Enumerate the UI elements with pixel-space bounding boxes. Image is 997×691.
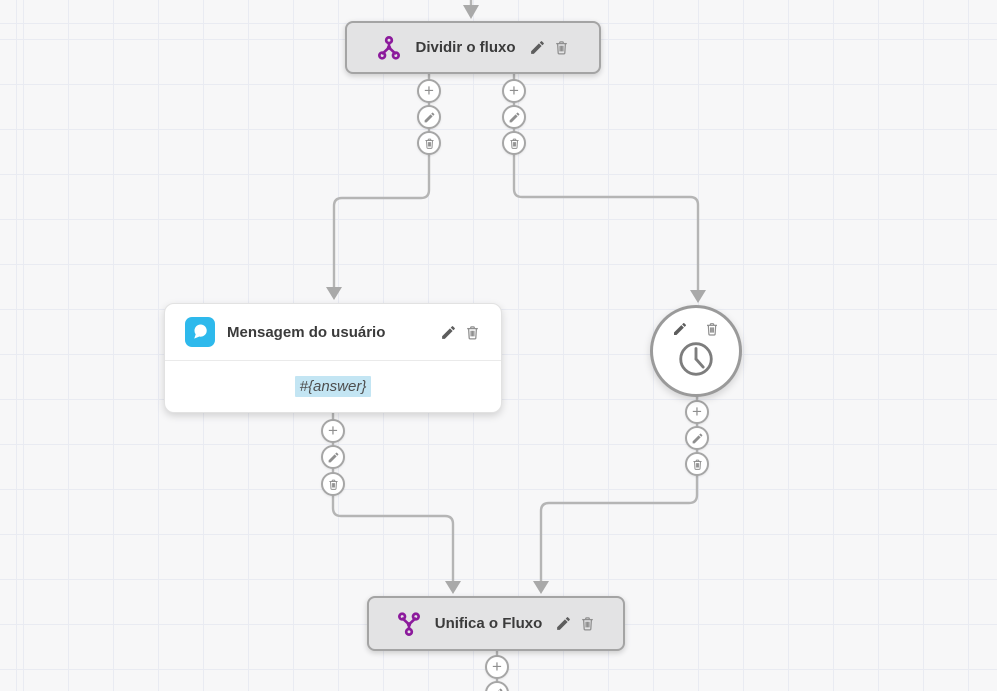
edit-node-button[interactable]	[529, 39, 546, 56]
arrowhead-into-user-message	[326, 287, 342, 300]
add-block-button[interactable]: +	[485, 655, 509, 679]
delete-node-button[interactable]	[704, 321, 720, 337]
pencil-icon	[692, 433, 702, 443]
add-block-button[interactable]: +	[685, 400, 709, 424]
pencil-icon	[557, 617, 571, 630]
trash-icon	[328, 479, 338, 490]
node-body: #{answer}	[165, 361, 501, 412]
node-title: Mensagem do usuário	[227, 323, 386, 341]
edit-connection-button[interactable]	[321, 445, 345, 469]
add-block-button[interactable]: +	[417, 79, 441, 103]
arrowhead-into-split-node	[463, 5, 479, 19]
node-user-message[interactable]: Mensagem do usuário #{answer}	[164, 303, 502, 413]
edit-node-button[interactable]	[555, 615, 572, 632]
delete-node-button[interactable]	[464, 324, 481, 341]
plus-icon: +	[692, 401, 702, 421]
edit-connection-button[interactable]	[502, 105, 526, 129]
delete-connection-button[interactable]	[502, 131, 526, 155]
pencil-icon	[424, 112, 434, 122]
merge-branch-icon	[396, 611, 422, 637]
node-timer[interactable]	[650, 305, 742, 397]
arrowhead-into-timer	[690, 290, 706, 303]
arrowhead-into-merge-right	[533, 581, 549, 594]
pencil-icon	[442, 325, 455, 339]
wire-user-message-to-merge	[331, 413, 455, 582]
delete-connection-button[interactable]	[685, 452, 709, 476]
trash-icon	[555, 41, 567, 55]
edit-node-button[interactable]	[672, 321, 688, 337]
add-block-button[interactable]: +	[321, 419, 345, 443]
arrowhead-into-merge-left	[445, 581, 461, 594]
delete-node-button[interactable]	[579, 615, 596, 632]
edit-connection-button[interactable]	[417, 105, 441, 129]
node-title: Dividir o fluxo	[415, 39, 516, 56]
node-header: Mensagem do usuário	[165, 304, 501, 361]
wire-split-to-timer	[512, 74, 700, 291]
edit-node-button[interactable]	[440, 324, 457, 341]
split-branch-icon	[376, 35, 402, 61]
pencil-icon	[496, 688, 502, 691]
node-merge-flow[interactable]: Unifica o Fluxo	[367, 596, 625, 651]
chat-bubble-icon	[185, 317, 215, 347]
delete-connection-button[interactable]	[321, 472, 345, 496]
pencil-icon	[530, 41, 544, 54]
delete-connection-button[interactable]	[417, 131, 441, 155]
pencil-icon	[328, 452, 338, 462]
wire-timer-to-merge	[539, 396, 699, 582]
plus-icon: +	[328, 420, 338, 440]
variable-chip[interactable]: #{answer}	[294, 376, 372, 397]
plus-icon: +	[509, 80, 519, 100]
trash-icon	[707, 323, 717, 336]
node-split-flow[interactable]: Dividir o fluxo	[345, 21, 601, 74]
plus-icon: +	[492, 656, 502, 676]
trash-icon	[467, 325, 478, 340]
wire-split-to-user-message	[332, 74, 431, 288]
edit-connection-button[interactable]	[685, 426, 709, 450]
trash-icon	[582, 617, 594, 631]
add-block-button[interactable]: +	[502, 79, 526, 103]
pencil-icon	[674, 322, 687, 335]
plus-icon: +	[424, 80, 434, 100]
node-title: Unifica o Fluxo	[434, 615, 543, 632]
node-header	[672, 321, 720, 337]
trash-icon	[509, 138, 519, 149]
trash-icon	[692, 459, 702, 470]
delete-node-button[interactable]	[553, 39, 570, 56]
trash-icon	[424, 138, 434, 149]
pencil-icon	[509, 112, 519, 122]
clock-icon	[679, 342, 713, 376]
